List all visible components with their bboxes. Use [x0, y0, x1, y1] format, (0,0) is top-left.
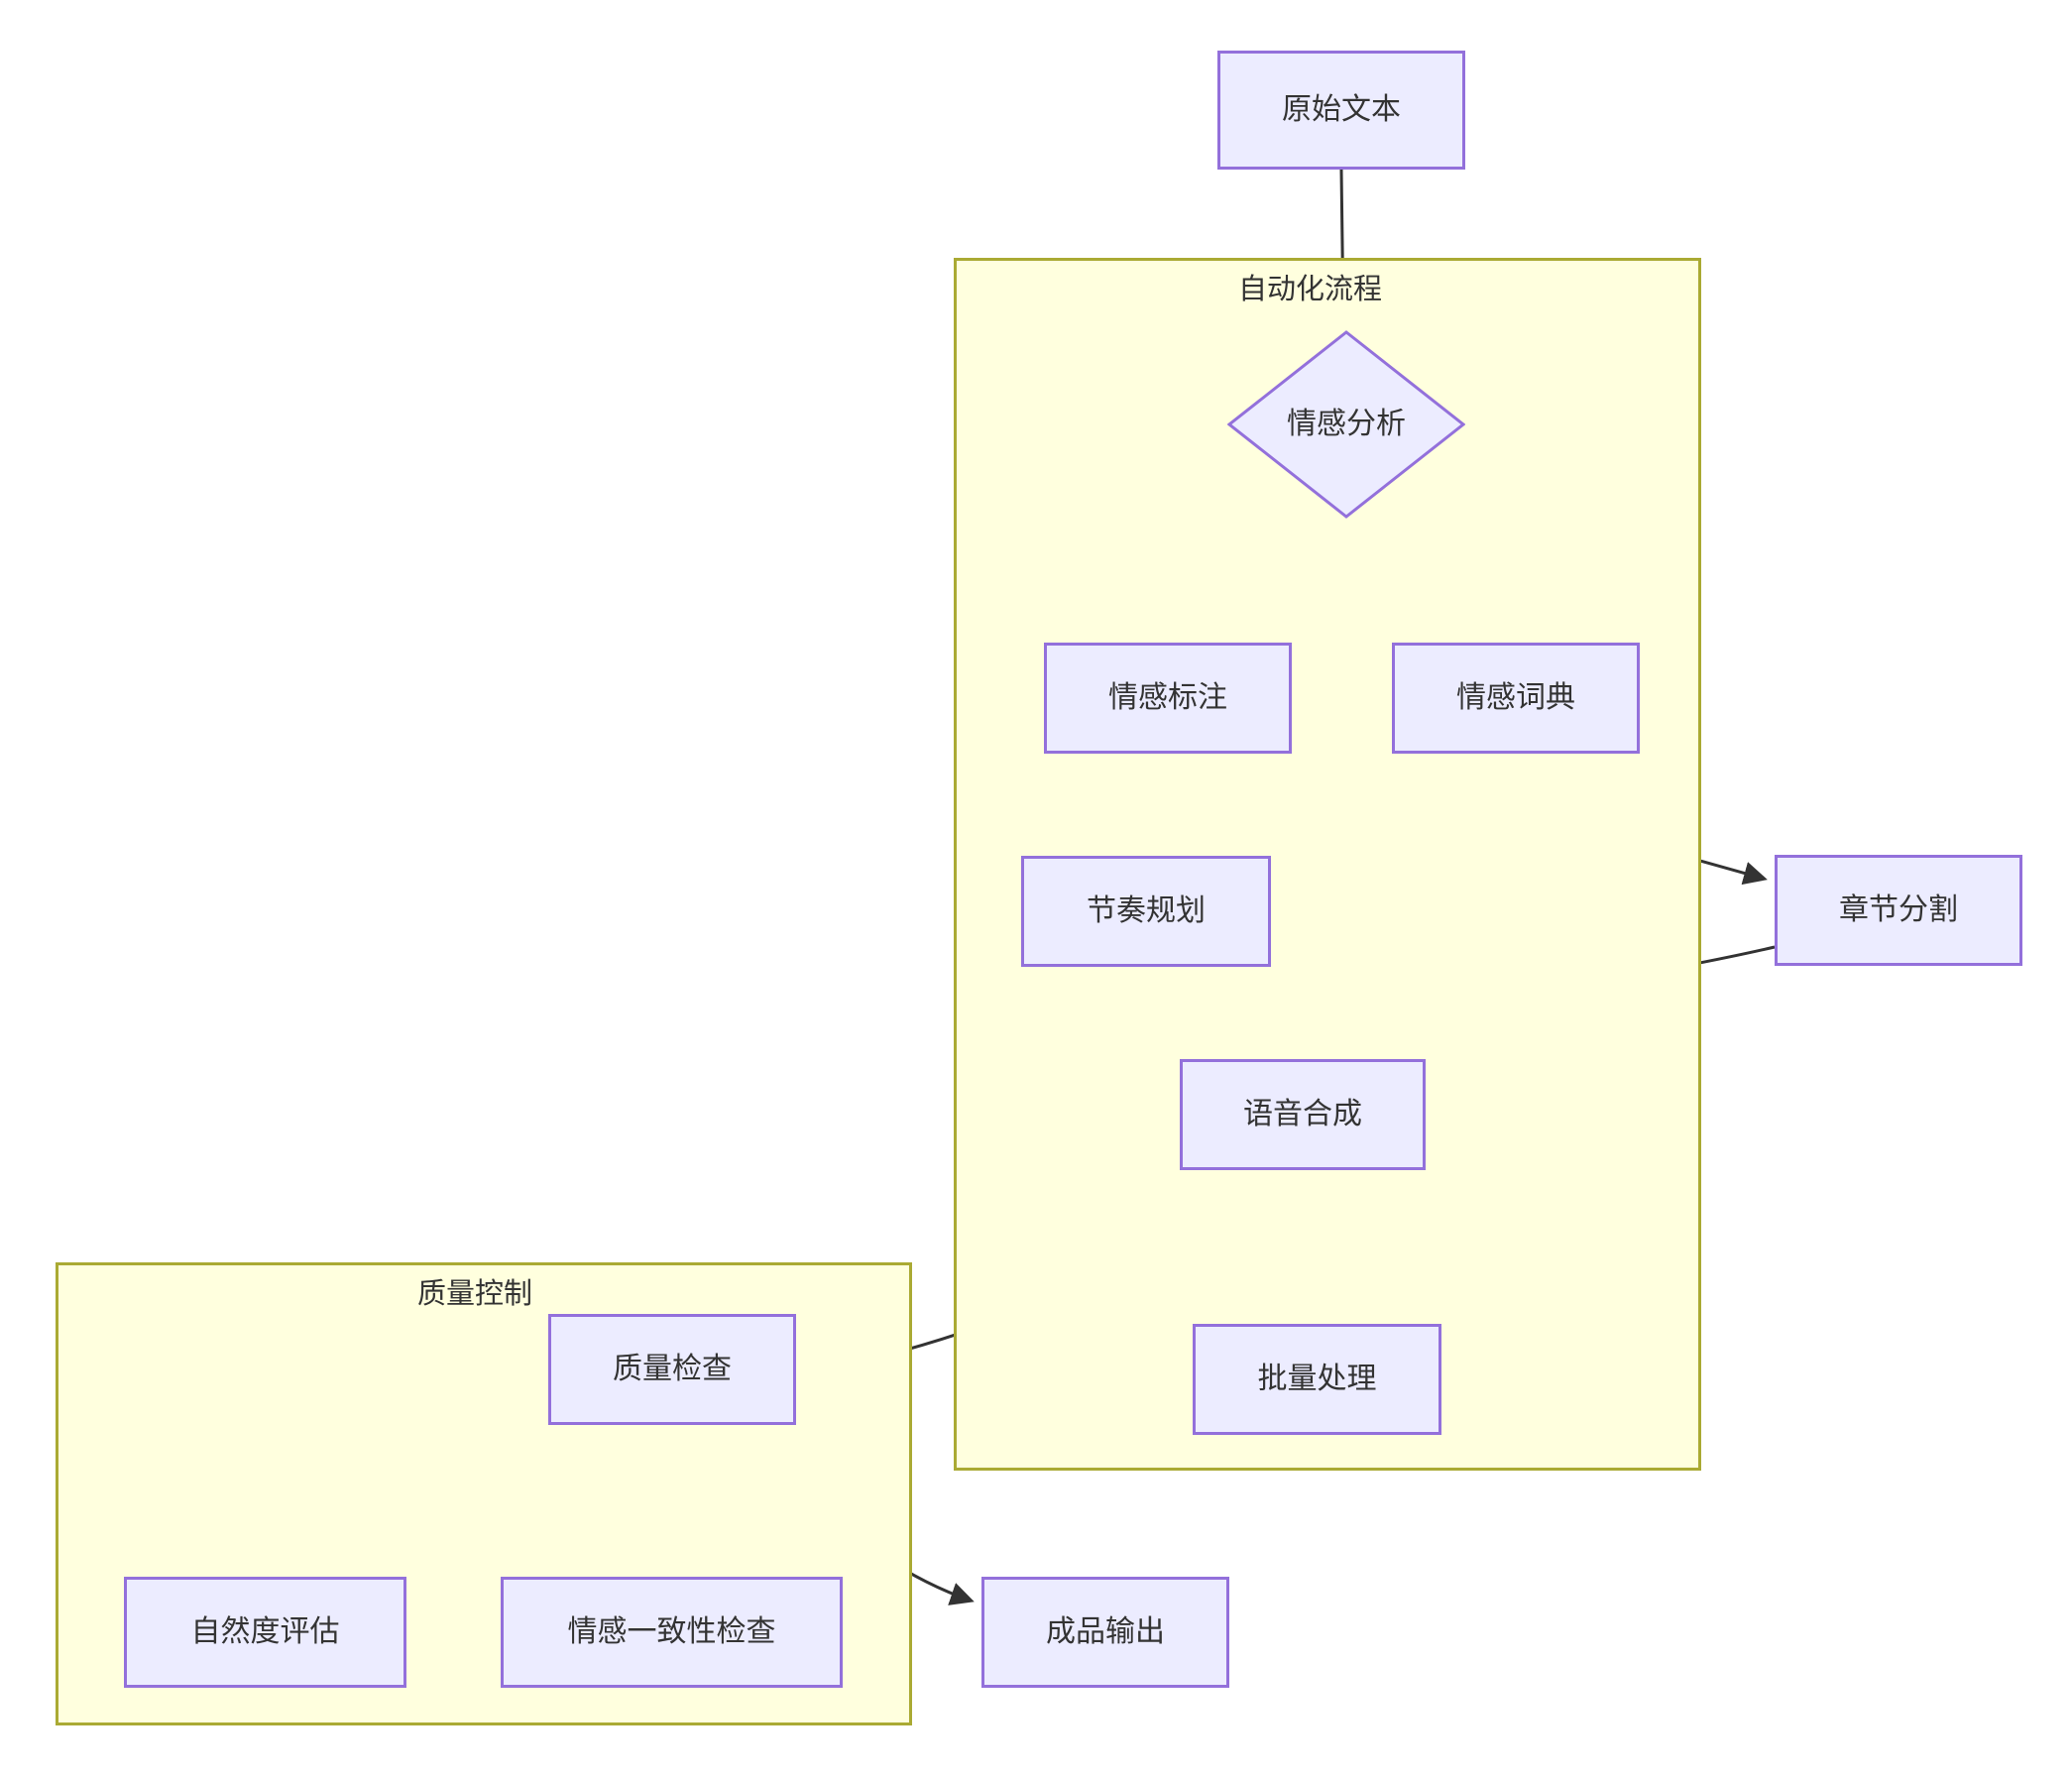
node-naturalness-evaluation[interactable]: 自然度评估 [124, 1577, 406, 1688]
cluster-label-automation: 自动化流程 [1238, 274, 1383, 305]
node-label-chapter-segmentation: 章节分割 [1839, 893, 1958, 926]
node-label-source-text: 原始文本 [1282, 93, 1401, 126]
node-chapter-segmentation[interactable]: 章节分割 [1775, 855, 2022, 966]
node-final-output[interactable]: 成品输出 [981, 1577, 1229, 1688]
node-label-emotion-consistency-check: 情感一致性检查 [567, 1615, 776, 1648]
node-rhythm-planning[interactable]: 节奏规划 [1021, 856, 1271, 967]
node-sentiment-lexicon[interactable]: 情感词典 [1392, 643, 1640, 754]
node-label-sentiment-analysis: 情感分析 [1287, 408, 1406, 440]
node-emotion-consistency-check[interactable]: 情感一致性检查 [501, 1577, 843, 1688]
node-sentiment-analysis[interactable]: 情感分析 [1227, 330, 1465, 519]
node-sentiment-annotation[interactable]: 情感标注 [1044, 643, 1292, 754]
node-label-batch-processing: 批量处理 [1257, 1363, 1377, 1395]
node-speech-synthesis[interactable]: 语音合成 [1180, 1059, 1426, 1170]
node-label-speech-synthesis: 语音合成 [1243, 1098, 1362, 1130]
node-label-quality-check: 质量检查 [613, 1353, 732, 1385]
cluster-label-quality: 质量控制 [417, 1278, 533, 1310]
node-source-text[interactable]: 原始文本 [1217, 51, 1465, 170]
node-label-sentiment-annotation: 情感标注 [1108, 681, 1227, 714]
node-quality-check[interactable]: 质量检查 [548, 1314, 796, 1425]
diamond-shape-sentiment-analysis [1227, 330, 1465, 519]
node-label-rhythm-planning: 节奏规划 [1087, 894, 1206, 927]
node-label-final-output: 成品输出 [1046, 1615, 1165, 1648]
node-batch-processing[interactable]: 批量处理 [1193, 1324, 1441, 1435]
node-label-sentiment-lexicon: 情感词典 [1456, 681, 1575, 714]
node-label-naturalness-evaluation: 自然度评估 [190, 1615, 340, 1648]
